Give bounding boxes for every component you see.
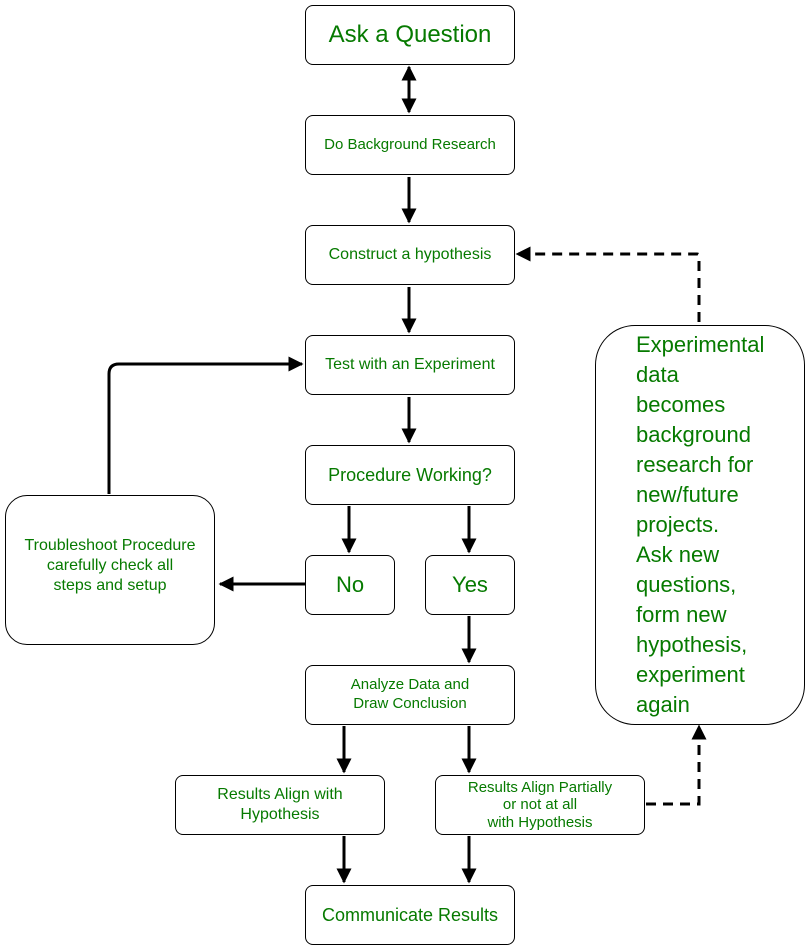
arrow-partial-feedback <box>646 724 707 806</box>
procedure-working-box: Procedure Working? <box>305 445 515 505</box>
troubleshoot-box: Troubleshoot Procedure carefully check a… <box>5 495 215 645</box>
yes-label: Yes <box>452 572 488 598</box>
results-align-label: Results Align with Hypothesis <box>217 786 343 823</box>
ask-question-box: Ask a Question <box>305 5 515 65</box>
analyze-label: Analyze Data and Draw Conclusion <box>350 676 470 712</box>
arrow-troubleshoot-experiment <box>107 356 304 494</box>
hypothesis-label: Construct a hypothesis <box>328 246 492 263</box>
yes-box: Yes <box>425 555 515 615</box>
experiment-label: Test with an Experiment <box>325 356 495 373</box>
feedback-note-label: Experimental data becomes background res… <box>636 332 765 717</box>
arrow-feedback-hypothesis <box>515 246 701 322</box>
results-partial-box: Results Align Partially or not at all wi… <box>435 775 645 835</box>
procedure-working-label: Procedure Working? <box>328 464 492 485</box>
results-align-box: Results Align with Hypothesis <box>175 775 385 835</box>
ask-question-label: Ask a Question <box>328 21 492 48</box>
no-box: No <box>305 555 395 615</box>
communicate-label: Communicate Results <box>321 904 499 925</box>
results-partial-label: Results Align Partially or not at all wi… <box>467 779 613 831</box>
feedback-note-box: Experimental data becomes background res… <box>595 325 805 725</box>
no-label: No <box>335 572 365 598</box>
experiment-box: Test with an Experiment <box>305 335 515 395</box>
background-research-box: Do Background Research <box>305 115 515 175</box>
hypothesis-box: Construct a hypothesis <box>305 225 515 285</box>
communicate-box: Communicate Results <box>305 885 515 945</box>
analyze-box: Analyze Data and Draw Conclusion <box>305 665 515 725</box>
background-research-label: Do Background Research <box>324 135 496 153</box>
troubleshoot-label: Troubleshoot Procedure carefully check a… <box>24 537 196 594</box>
